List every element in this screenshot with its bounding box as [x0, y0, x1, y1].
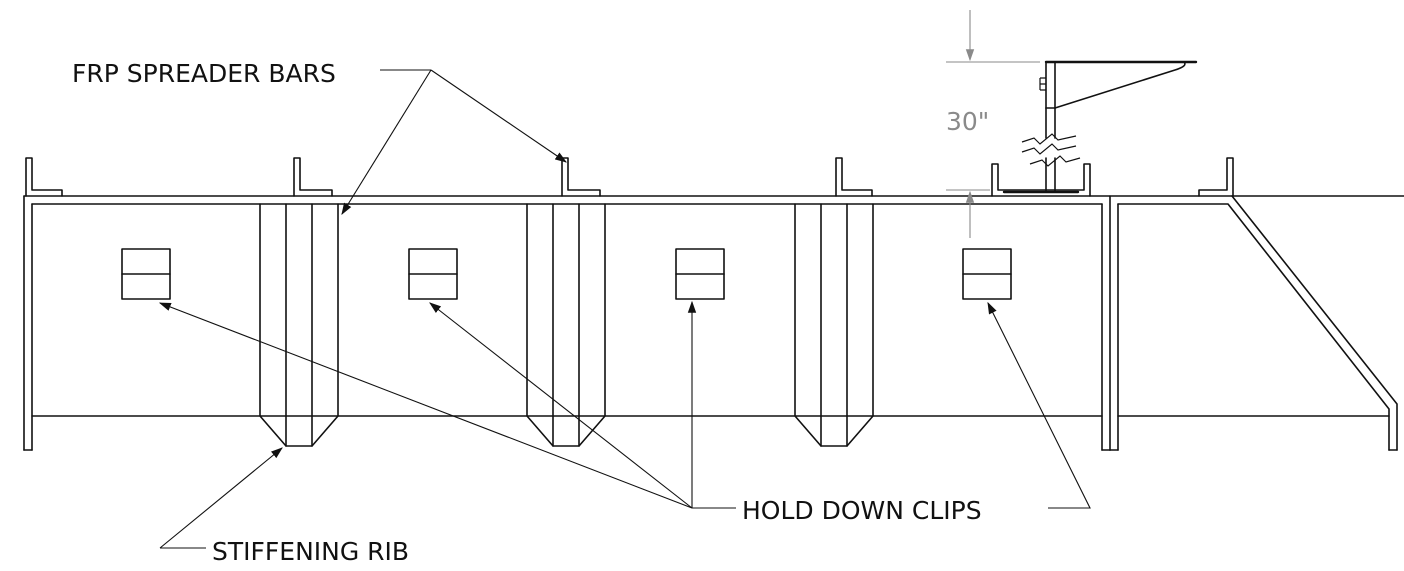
stiffening-rib [794, 203, 874, 447]
tank-outline [23, 195, 1404, 451]
frp-spreader-bars-leaders [341, 69, 567, 216]
frp-spreader-bars-label: FRP SPREADER BARS [72, 59, 336, 88]
hold-down-clip [408, 248, 458, 300]
dimension-30in [946, 10, 1040, 238]
hold-down-clips [121, 248, 1012, 300]
spreader-bar-angle [1198, 157, 1234, 197]
spreader-bar-angle [293, 157, 333, 197]
dimension-label: 30" [946, 107, 989, 136]
stiffening-rib-leader [159, 447, 283, 549]
hold-down-clips-leaders [158, 300, 1091, 509]
stiffening-rib [259, 203, 339, 447]
spreader-bar-angle [25, 157, 63, 197]
hold-down-clip [962, 248, 1012, 300]
support-post-detail [991, 60, 1198, 197]
hold-down-clip [675, 248, 725, 300]
spreader-bar-angle [561, 157, 601, 197]
spreader-bar-angle [835, 157, 873, 197]
hold-down-clips-label: HOLD DOWN CLIPS [742, 496, 982, 525]
hold-down-clip [121, 248, 171, 300]
spreader-bar-angles [25, 157, 1234, 197]
stiffening-rib [526, 203, 606, 447]
stiffening-rib-label: STIFFENING RIB [212, 537, 409, 566]
stiffening-ribs [259, 203, 874, 447]
